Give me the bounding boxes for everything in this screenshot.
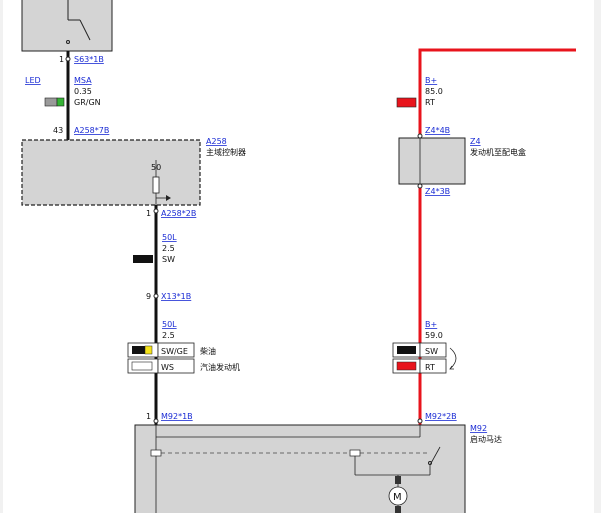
wire-size: 0.35 bbox=[74, 87, 92, 96]
component-desc: 启动马达 bbox=[470, 434, 502, 444]
motor-symbol: M bbox=[393, 492, 402, 503]
connector-link[interactable]: A258*7B bbox=[74, 126, 109, 135]
fuse-label: 50 bbox=[151, 163, 161, 172]
component-link[interactable]: M92 bbox=[470, 424, 487, 433]
wire-color: SW bbox=[162, 255, 175, 264]
a258-component bbox=[21, 139, 201, 206]
s63-component bbox=[21, 0, 113, 52]
connector-link[interactable]: Z4*3B bbox=[425, 187, 450, 196]
wire-b-plus bbox=[418, 48, 576, 425]
component-desc: 主域控制器 bbox=[206, 147, 246, 157]
wire-name-link[interactable]: B+ bbox=[425, 76, 437, 85]
connector-link[interactable]: Z4*4B bbox=[425, 126, 450, 135]
option-code: WS bbox=[161, 363, 174, 372]
connector-link[interactable]: M92*2B bbox=[425, 412, 457, 421]
pin-node bbox=[153, 208, 159, 214]
option-table-left bbox=[127, 342, 195, 374]
wire-name-link[interactable]: 50L bbox=[162, 233, 177, 242]
option-code: SW bbox=[425, 347, 438, 356]
wire-size: 2.5 bbox=[162, 244, 175, 253]
option-table-right bbox=[392, 342, 457, 374]
wire-color-swatch bbox=[44, 97, 65, 107]
pin-number: 1 bbox=[59, 55, 64, 64]
wire-size: 59.0 bbox=[425, 331, 443, 340]
wire-size: 2.5 bbox=[162, 331, 175, 340]
scrollbar-track[interactable] bbox=[594, 0, 601, 513]
led-link[interactable]: LED bbox=[25, 76, 41, 85]
option-desc: 汽油发动机 bbox=[200, 362, 240, 372]
option-code: SW/GE bbox=[161, 347, 188, 356]
pin-number: 1 bbox=[146, 209, 151, 218]
wire-size: 85.0 bbox=[425, 87, 443, 96]
option-code: RT bbox=[425, 363, 435, 372]
pin-node bbox=[153, 293, 159, 299]
wire-color-swatch bbox=[133, 255, 153, 263]
component-link[interactable]: A258 bbox=[206, 137, 227, 146]
pin-number: 43 bbox=[53, 126, 63, 135]
connector-link[interactable]: M92*1B bbox=[161, 412, 193, 421]
component-desc: 发动机至配电盒 bbox=[470, 147, 526, 157]
z4-component bbox=[398, 133, 466, 189]
connector-link[interactable]: A258*2B bbox=[161, 209, 196, 218]
pin-node bbox=[417, 418, 423, 424]
wire-color: RT bbox=[425, 98, 435, 107]
pin-node bbox=[153, 418, 159, 424]
wire-color-swatch bbox=[396, 97, 417, 108]
wire-name-link[interactable]: MSA bbox=[74, 76, 92, 85]
wire-color: GR/GN bbox=[74, 98, 101, 107]
option-desc: 柴油 bbox=[200, 346, 216, 356]
wire-name-link[interactable]: 50L bbox=[162, 320, 177, 329]
pin-number: 9 bbox=[146, 292, 151, 301]
pin-node bbox=[65, 56, 71, 62]
wire-name-link[interactable]: B+ bbox=[425, 320, 437, 329]
component-link[interactable]: Z4 bbox=[470, 137, 481, 146]
connector-link[interactable]: X13*1B bbox=[161, 292, 191, 301]
pin-number: 1 bbox=[146, 412, 151, 421]
connector-link[interactable]: S63*1B bbox=[74, 55, 104, 64]
m92-component bbox=[134, 424, 466, 513]
